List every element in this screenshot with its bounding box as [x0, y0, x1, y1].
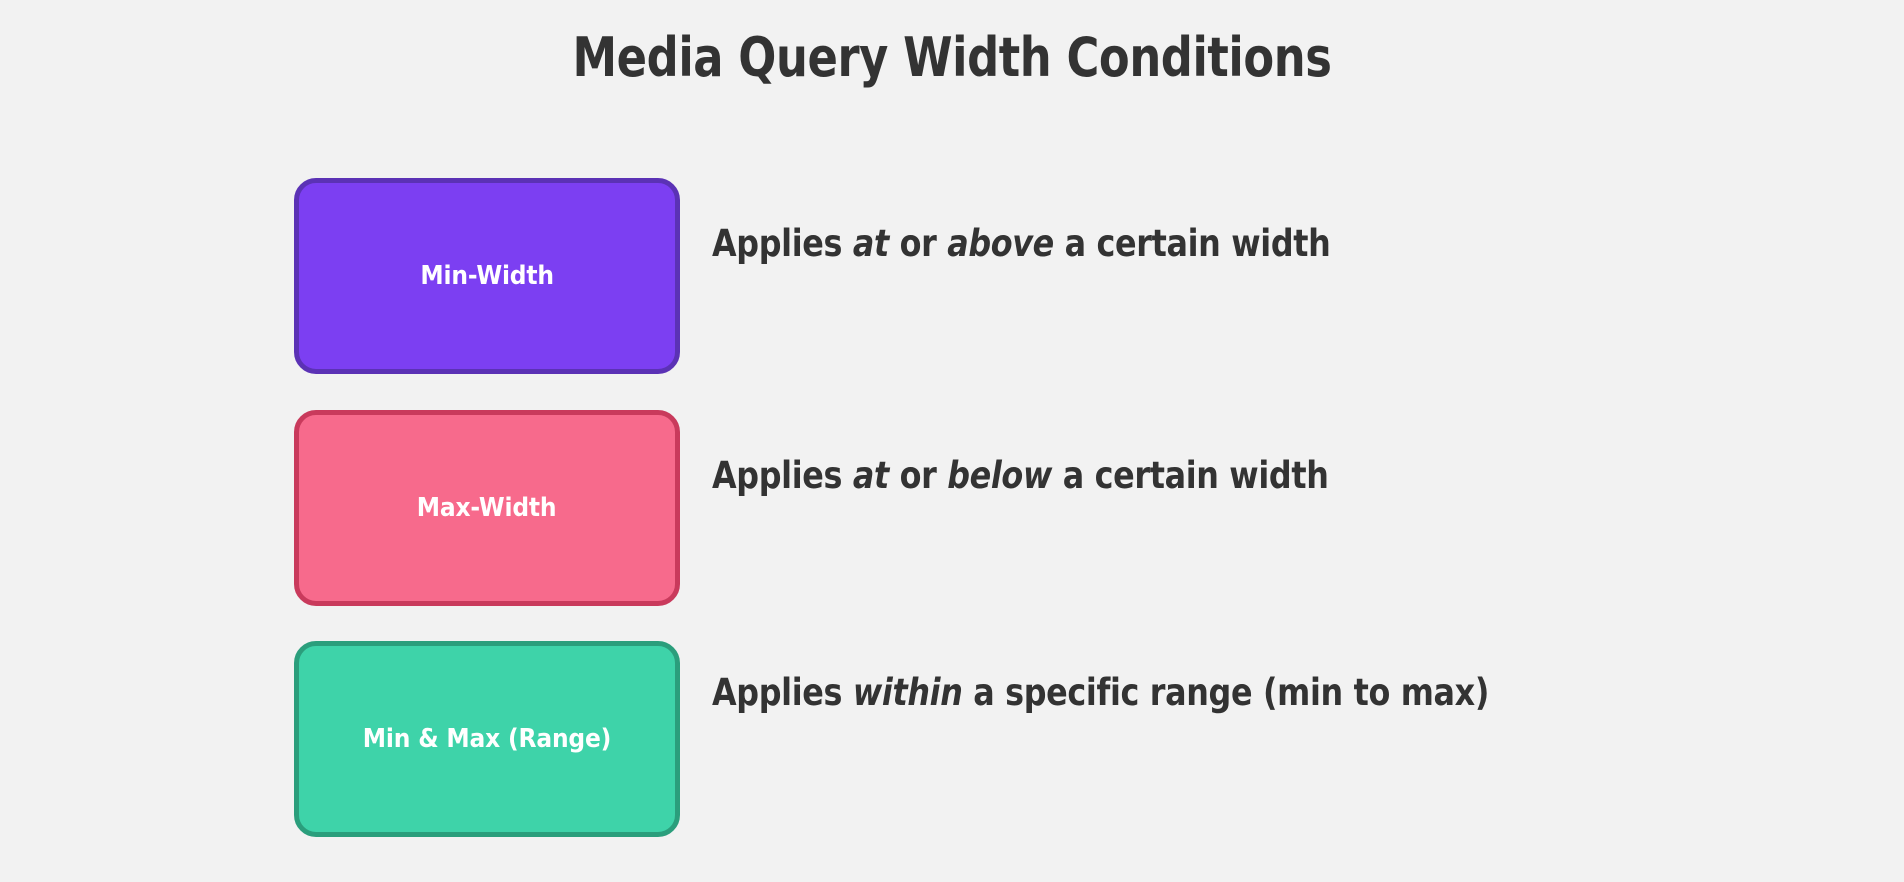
description-max-width: Applies at or below a certain width [712, 410, 1452, 500]
description-mid: or [888, 454, 948, 497]
description-emphasis-at: at [852, 454, 889, 497]
description-emphasis-above: above [947, 222, 1054, 265]
description-prefix: Applies [712, 671, 853, 714]
badge-label-min-max-range: Min & Max (Range) [362, 724, 612, 754]
row-min-max-range: Min & Max (Range) Applies within a speci… [294, 641, 1662, 837]
badge-label-min-width: Min-Width [420, 261, 554, 291]
description-emphasis-below: below [947, 454, 1053, 497]
badge-max-width[interactable]: Max-Width [294, 410, 680, 606]
badge-min-max-range[interactable]: Min & Max (Range) [294, 641, 680, 837]
description-suffix: a certain width [1053, 222, 1331, 265]
row-min-width: Min-Width Applies at or above a certain … [294, 178, 1572, 374]
description-min-max-range: Applies within a specific range (min to … [712, 641, 1529, 717]
description-prefix: Applies [712, 222, 853, 265]
description-suffix: a specific range (min to max) [962, 671, 1490, 714]
page-title: Media Query Width Conditions [572, 26, 1332, 89]
description-prefix: Applies [712, 454, 853, 497]
description-emphasis-at: at [852, 222, 889, 265]
description-emphasis-within: within [852, 671, 963, 714]
badge-label-max-width: Max-Width [417, 493, 557, 523]
badge-min-width[interactable]: Min-Width [294, 178, 680, 374]
row-max-width: Max-Width Applies at or below a certain … [294, 410, 1572, 606]
description-mid: or [888, 222, 948, 265]
description-min-width: Applies at or above a certain width [712, 178, 1452, 268]
description-suffix: a certain width [1052, 454, 1329, 497]
